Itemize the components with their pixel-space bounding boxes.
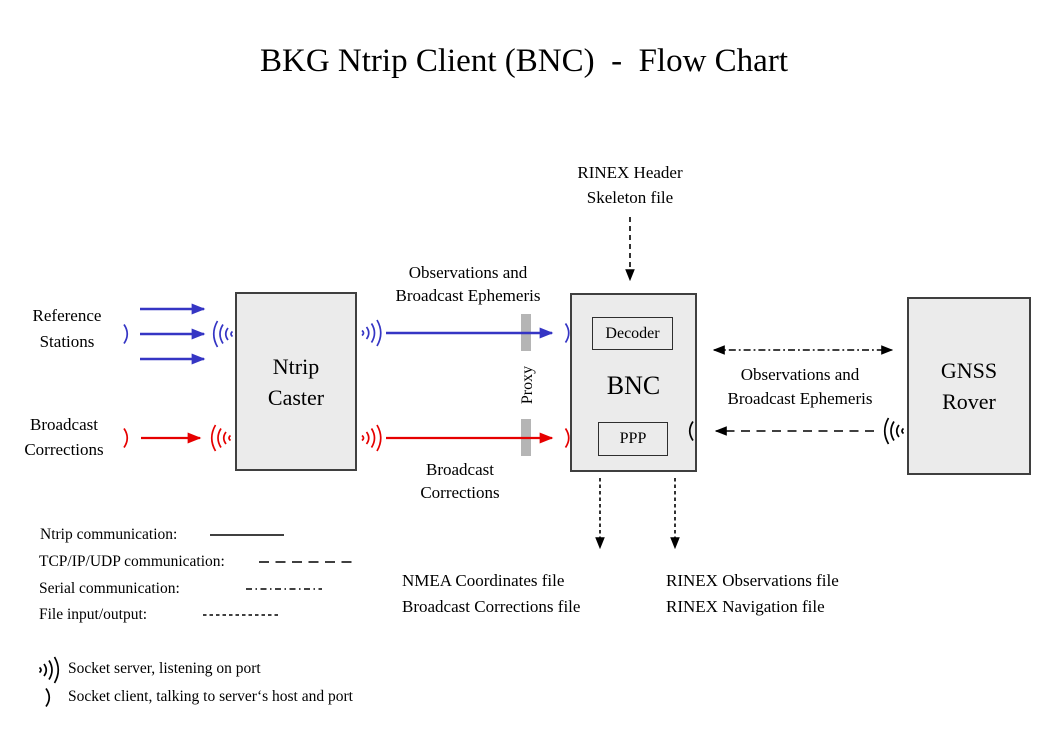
label-reference-stations: Reference Stations	[32, 306, 102, 351]
label-observations-ephemeris-bnc-rover: Observations and Broadcast Ephemeris	[727, 365, 873, 408]
socket-client-icon-bnc-obs	[564, 323, 570, 343]
label-proxy: Proxy	[519, 365, 536, 405]
socket-server-icon-caster-right-red	[361, 424, 382, 452]
socket-server-icon-legend	[38, 656, 60, 684]
socket-server-icon-caster-left-blue	[212, 320, 234, 348]
ntrip-caster-label: Ntrip Caster	[267, 353, 325, 410]
label-rinex-output-files: RINEX Observations file RINEX Navigation…	[666, 571, 839, 616]
socket-server-icon-gnss-rover	[883, 417, 905, 445]
label-observations-ephemeris-caster-bnc: Observations and Broadcast Ephemeris	[395, 263, 541, 305]
socket-server-icon-caster-right-blue	[361, 319, 382, 347]
label-rinex-header-skeleton: RINEX Header Skeleton file	[577, 163, 683, 207]
proxy-bar-top	[521, 314, 531, 351]
bnc-label: BNC	[606, 371, 661, 400]
legend-serial-communication: Serial communication:	[39, 580, 180, 597]
box-gnss-rover: GNSS Rover	[907, 297, 1031, 475]
socket-client-icon-bnc-corr	[564, 428, 570, 448]
page-title: BKG Ntrip Client (BNC) - Flow Chart	[260, 43, 788, 79]
decoder-label: Decoder	[605, 324, 660, 342]
socket-client-icon-ref-stations	[123, 324, 129, 344]
gnss-rover-label: GNSS Rover	[940, 358, 998, 414]
box-ppp: PPP	[598, 422, 668, 456]
legend-ntrip-communication: Ntrip communication:	[40, 526, 178, 543]
socket-server-icon-caster-left-red	[210, 424, 232, 452]
box-ntrip-caster: Ntrip Caster	[235, 292, 357, 471]
legend-socket-server: Socket server, listening on port	[68, 660, 261, 677]
proxy-bar-bottom	[521, 419, 531, 456]
ppp-label: PPP	[619, 430, 647, 447]
legend-file-io: File input/output:	[39, 606, 148, 623]
legend-tcp-communication: TCP/IP/UDP communication:	[39, 553, 225, 570]
box-decoder: Decoder	[592, 317, 673, 350]
socket-client-icon-legend	[45, 688, 51, 707]
reference-station-arrows	[140, 303, 206, 365]
label-nmea-output-files: NMEA Coordinates file Broadcast Correcti…	[402, 571, 581, 616]
legend-socket-client: Socket client, talking to server‘s host …	[68, 688, 353, 705]
label-broadcast-corrections-caster-bnc: Broadcast Corrections	[420, 460, 500, 502]
socket-client-icon-corrections	[123, 428, 129, 448]
label-broadcast-corrections-source: Broadcast Corrections	[24, 415, 104, 459]
